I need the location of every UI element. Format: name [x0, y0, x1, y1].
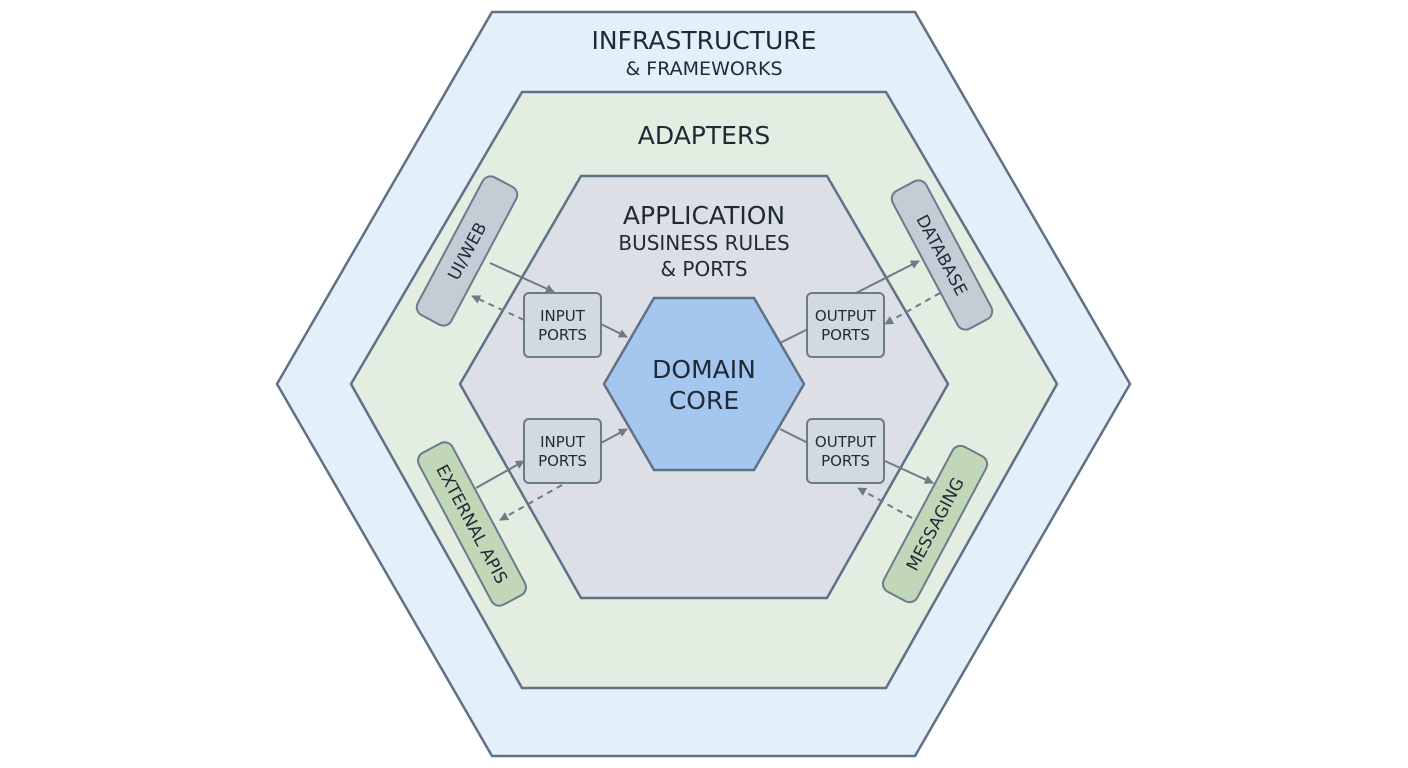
application-title: APPLICATION — [623, 201, 785, 230]
flow-arrows — [471, 260, 941, 521]
arrow-input-to-ui — [471, 295, 525, 321]
infrastructure-title: INFRASTRUCTURE — [592, 26, 817, 55]
output-ports-top-line1: OUTPUT — [815, 307, 877, 325]
arrow-ui-to-input — [489, 262, 555, 293]
output-ports-bottom-line2: PORTS — [821, 452, 870, 470]
infrastructure-subtitle: & FRAMEWORKS — [625, 58, 782, 80]
arrow-output-to-messaging — [884, 460, 934, 484]
input-ports-top: INPUT PORTS — [523, 292, 602, 358]
ui-web-box — [415, 175, 519, 327]
output-ports-bottom-box — [806, 418, 885, 484]
input-ports-top-line2: PORTS — [538, 326, 587, 344]
domain-core-hexagon — [602, 296, 806, 472]
output-ports-bottom-line1: OUTPUT — [815, 433, 877, 451]
input-ports-top-line1: INPUT — [540, 307, 586, 325]
messaging-box — [881, 444, 989, 604]
domain-core-line2: CORE — [669, 386, 739, 415]
arrow-domain-to-output-top — [779, 328, 809, 344]
database-box — [890, 179, 994, 331]
input-ports-bottom-box — [523, 418, 602, 484]
arrow-external-to-input — [475, 460, 525, 489]
arrow-input-top-to-domain — [600, 323, 628, 338]
adapters-title: ADAPTERS — [638, 121, 770, 150]
input-ports-top-box — [523, 292, 602, 358]
arrow-input-bottom-to-domain — [600, 428, 628, 444]
application-subtitle-line1: BUSINESS RULES — [618, 231, 789, 255]
arrow-domain-to-output-bottom — [779, 428, 809, 444]
output-ports-top-box — [806, 292, 885, 358]
domain-core: DOMAIN CORE — [602, 296, 806, 472]
arrow-output-to-database — [855, 260, 920, 294]
application-subtitle-line2: & PORTS — [660, 257, 747, 281]
arrow-input-to-external — [499, 484, 563, 521]
input-ports-bottom-line1: INPUT — [540, 433, 586, 451]
output-ports-top-line2: PORTS — [821, 326, 870, 344]
output-ports-top: OUTPUT PORTS — [806, 292, 885, 358]
output-ports-bottom: OUTPUT PORTS — [806, 418, 885, 484]
external-apis-box — [417, 441, 527, 607]
input-ports-bottom-line2: PORTS — [538, 452, 587, 470]
input-ports-bottom: INPUT PORTS — [523, 418, 602, 484]
domain-core-line1: DOMAIN — [652, 355, 756, 384]
